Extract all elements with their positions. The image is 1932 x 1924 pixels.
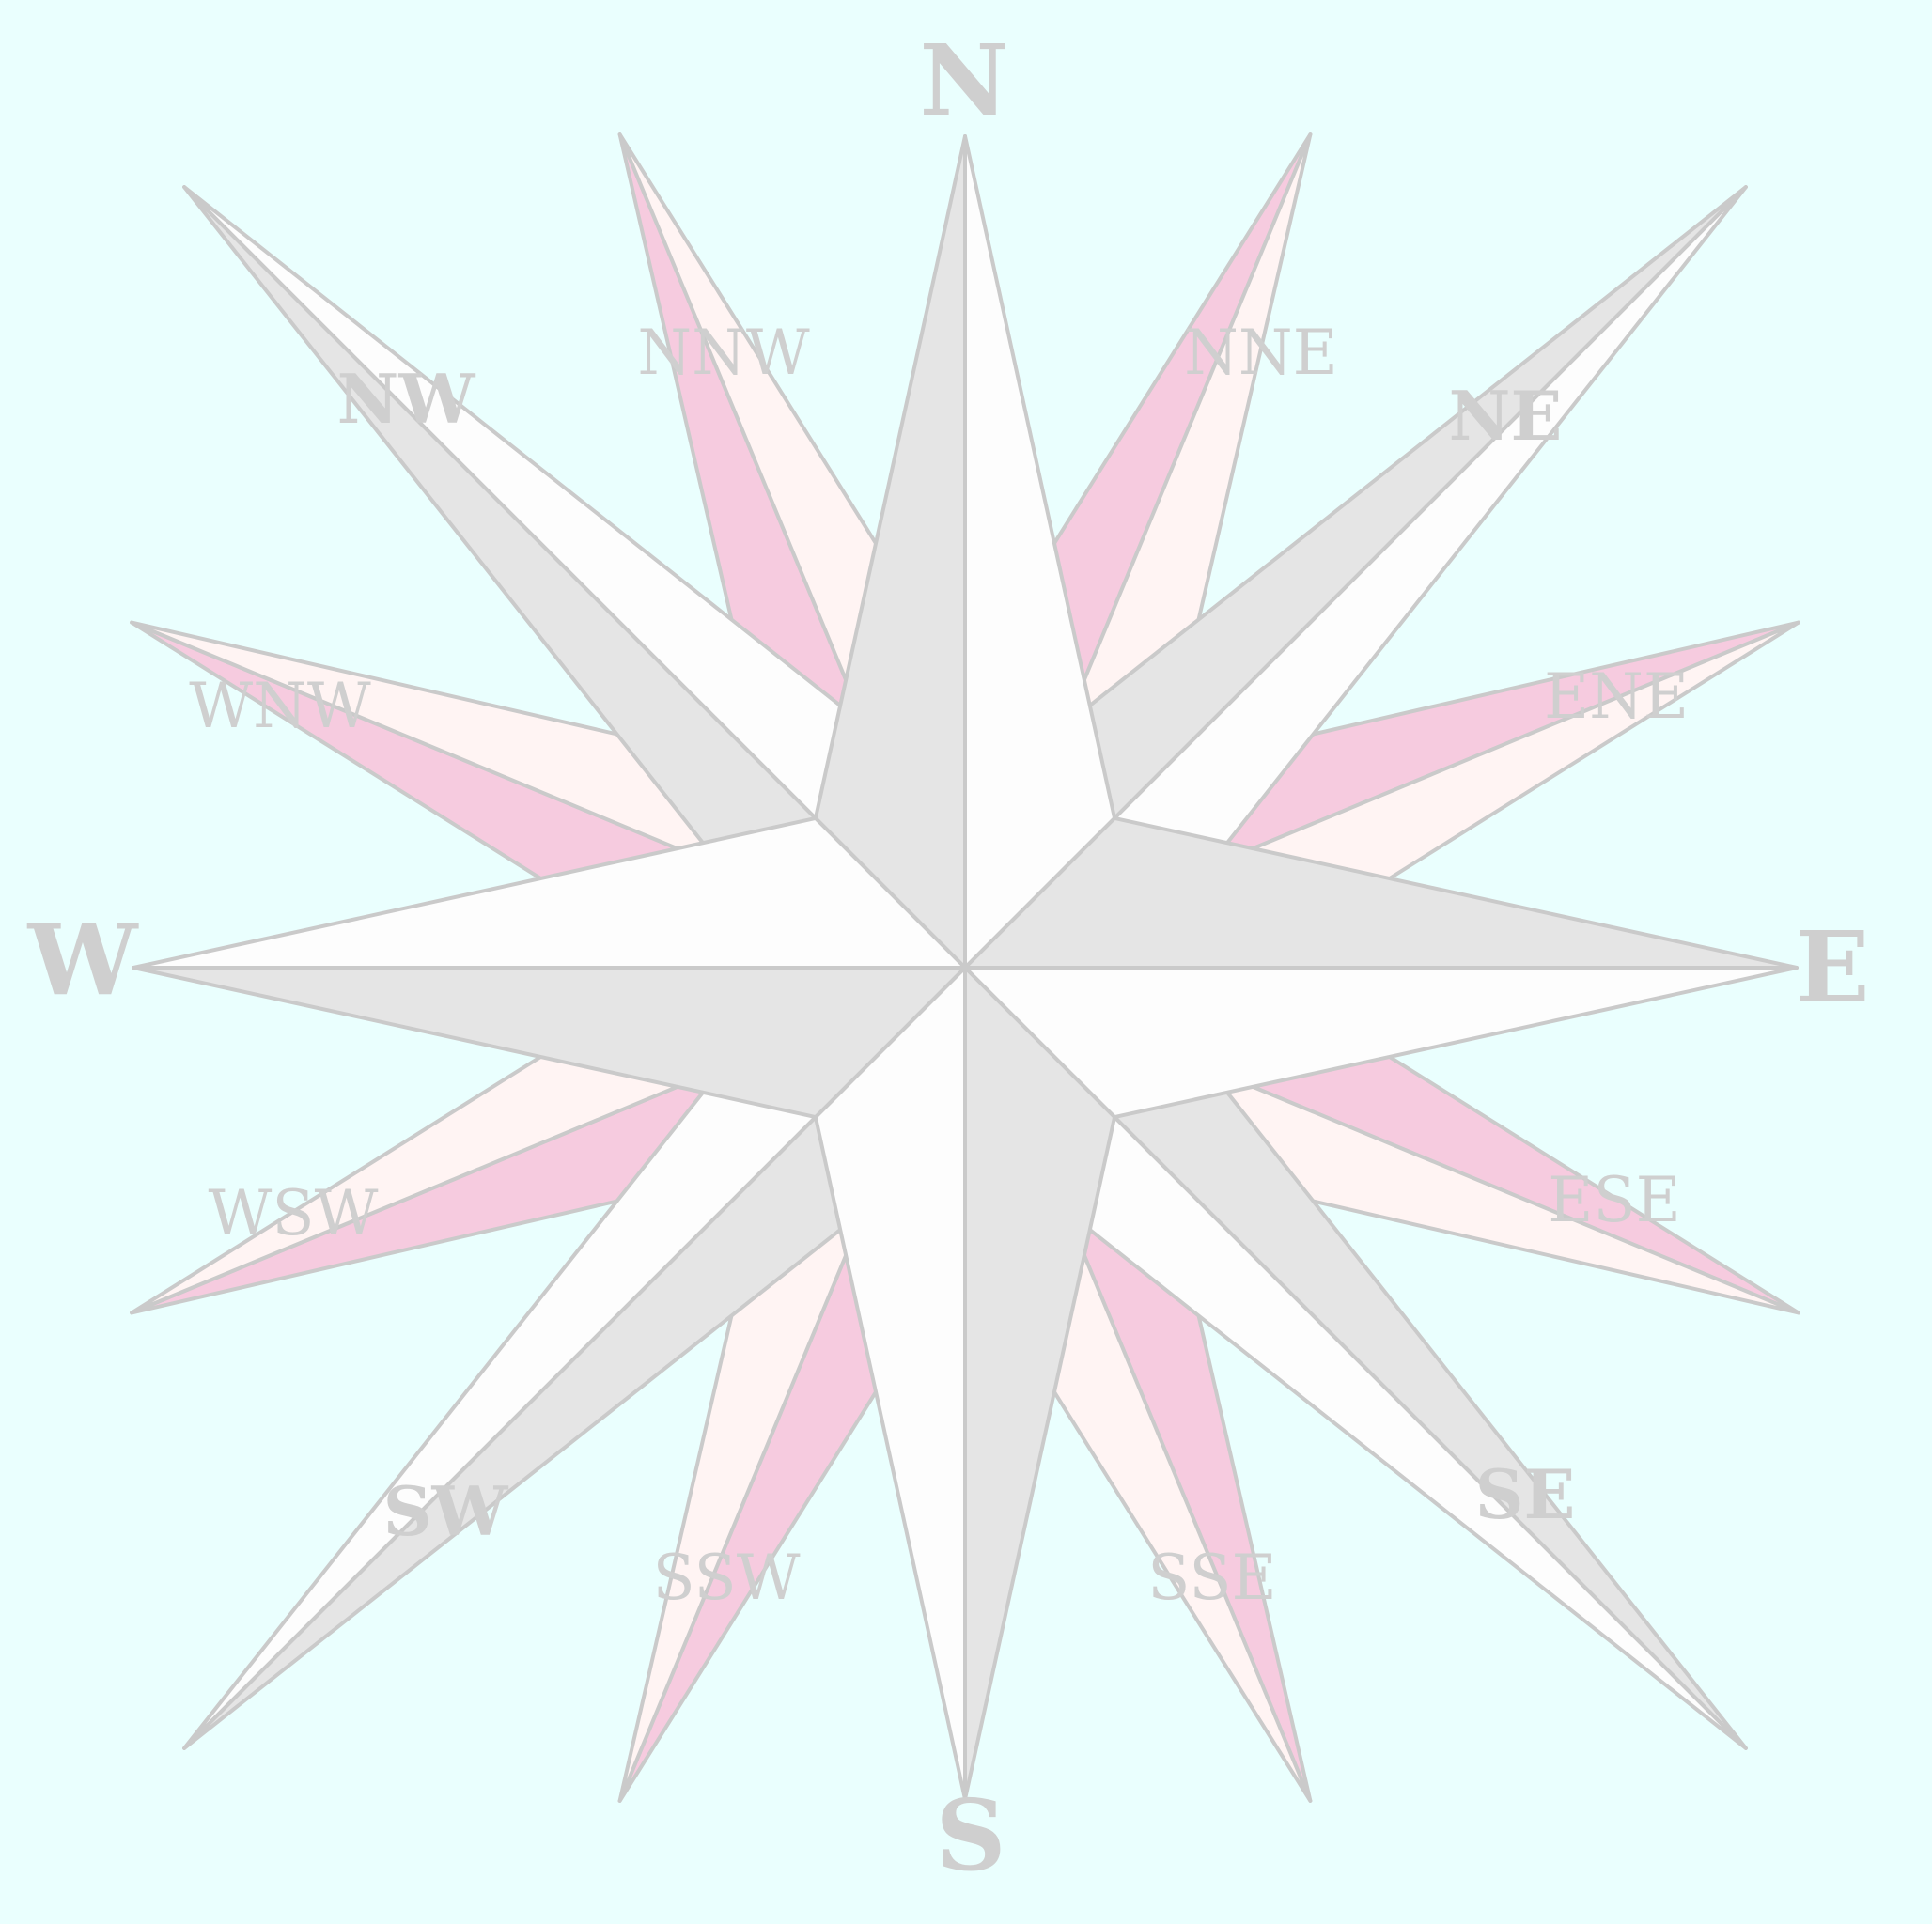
label-sse: SSE	[1147, 1542, 1276, 1614]
label-ssw: SSW	[652, 1542, 800, 1614]
label-wnw: WNW	[189, 670, 371, 742]
point-w-light-half	[132, 815, 967, 970]
label-e: E	[1795, 909, 1869, 1025]
label-sw: SW	[383, 1471, 509, 1551]
label-nne: NNE	[1184, 317, 1338, 389]
label-s: S	[935, 1777, 1005, 1893]
cardinal-points	[132, 134, 1799, 1801]
label-nw: NW	[337, 359, 476, 439]
label-ene: ENE	[1544, 660, 1689, 733]
label-ne: NE	[1449, 376, 1563, 456]
label-nnw: NNW	[637, 317, 810, 389]
label-ese: ESE	[1548, 1164, 1681, 1236]
label-w: W	[27, 902, 140, 1017]
label-se: SE	[1475, 1454, 1576, 1534]
label-wsw: WSW	[209, 1177, 379, 1249]
intercardinal-points	[182, 185, 1748, 1750]
label-n: N	[919, 23, 1008, 138]
